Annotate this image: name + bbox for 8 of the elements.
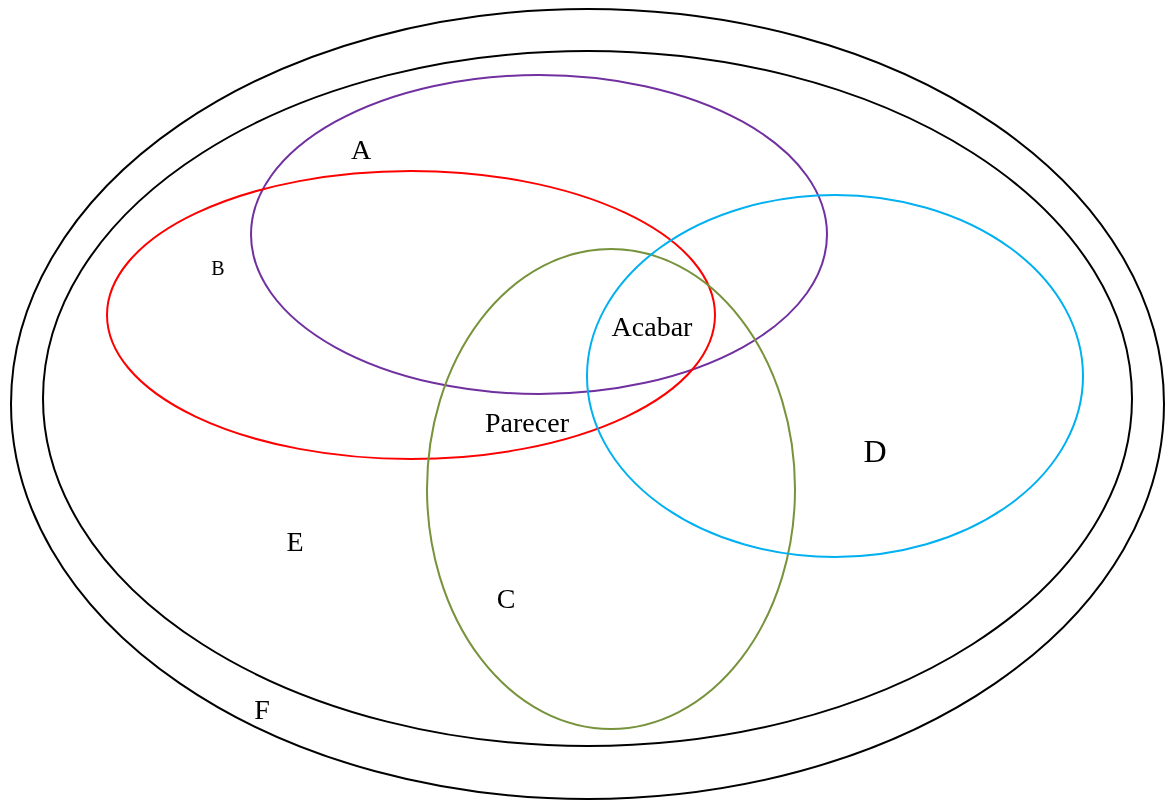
set-label: D [863, 435, 887, 467]
set-label: C [496, 585, 516, 613]
set-label: E [286, 528, 304, 556]
set-label: A [350, 136, 372, 164]
region-label: Acabar [611, 313, 693, 341]
region-label: Parecer [485, 409, 569, 437]
set-label: B [211, 258, 225, 278]
set-label: F [254, 696, 270, 724]
